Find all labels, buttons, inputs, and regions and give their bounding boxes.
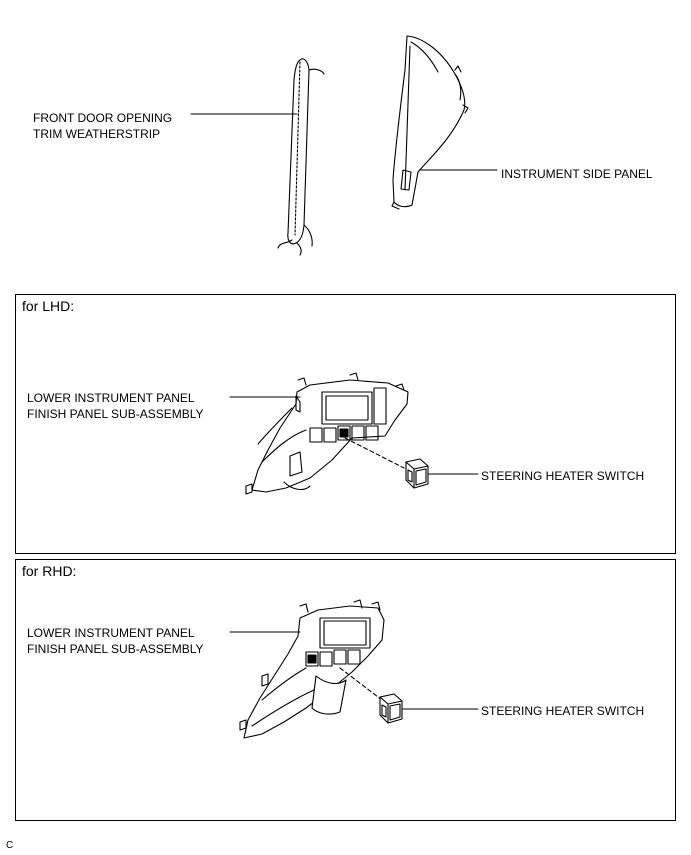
rhd-install-guide (339, 667, 383, 701)
lhd-panel-label-line2: FINISH PANEL SUB-ASSEMBLY (27, 407, 204, 421)
lhd-switch-drawing (405, 458, 429, 489)
weatherstrip-label-line1: FRONT DOOR OPENING (33, 111, 173, 125)
lhd-box: for LHD: (15, 294, 676, 554)
rhd-panel-label-line2: FINISH PANEL SUB-ASSEMBLY (27, 642, 204, 656)
rhd-panel-label-line1: LOWER INSTRUMENT PANEL (27, 626, 195, 640)
weatherstrip-label-line2: TRIM WEATHERSTRIP (33, 127, 161, 141)
rhd-switch-drawing (379, 693, 403, 724)
lhd-panel-label-line1: LOWER INSTRUMENT PANEL (27, 391, 195, 405)
lhd-switch-label: STEERING HEATER SWITCH (481, 469, 645, 483)
rhd-switch-label: STEERING HEATER SWITCH (481, 704, 645, 718)
rhd-box-title: for RHD: (22, 563, 77, 579)
lhd-box-title: for LHD: (22, 298, 75, 314)
lhd-install-guide (344, 437, 405, 469)
side-panel-label: INSTRUMENT SIDE PANEL (501, 167, 653, 181)
side-panel-drawing (391, 35, 469, 210)
rhd-box: for RHD: (15, 559, 676, 821)
lhd-panel-drawing (245, 372, 409, 495)
rhd-panel-drawing (239, 599, 385, 739)
weatherstrip-drawing (277, 58, 325, 256)
corner-code: C (6, 840, 14, 851)
